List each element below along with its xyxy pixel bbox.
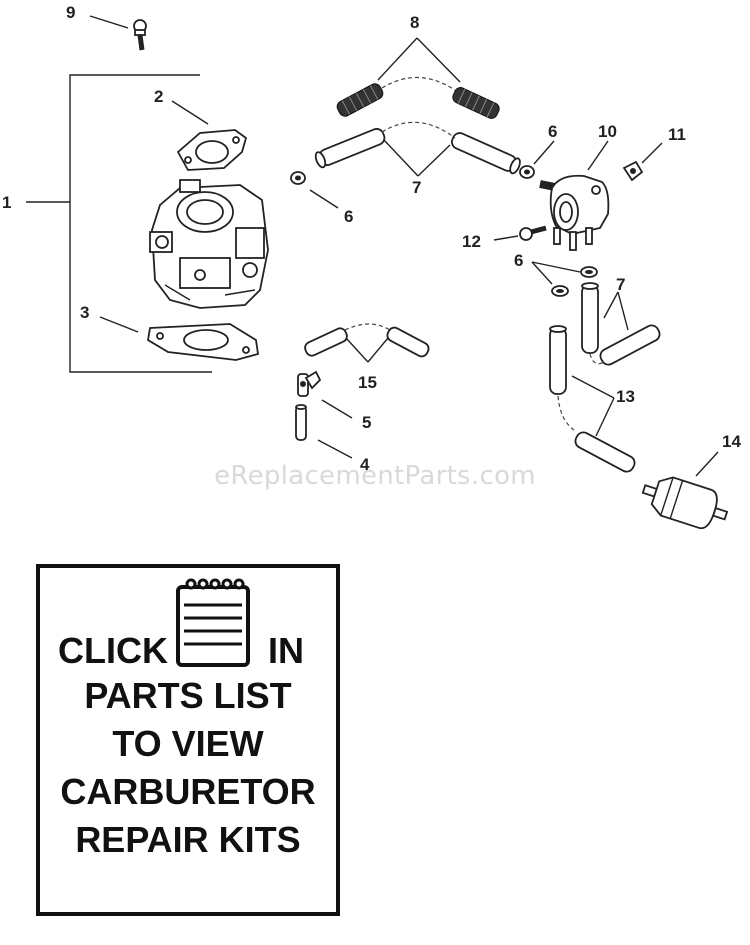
part-7-hose-vertical[interactable] bbox=[581, 282, 599, 354]
part-12-screw[interactable] bbox=[519, 225, 547, 241]
kit-line-2: PARTS LIST bbox=[84, 675, 291, 716]
leader-line-5 bbox=[321, 399, 353, 419]
dashed-connector-8 bbox=[381, 76, 456, 91]
callout-14[interactable]: 14 bbox=[722, 432, 741, 451]
part-15-hose-right[interactable] bbox=[385, 325, 430, 358]
leader-lines-6-lower bbox=[531, 261, 581, 285]
callout-6-left[interactable]: 6 bbox=[344, 207, 353, 226]
part-6-clamp-lower-a[interactable] bbox=[580, 266, 598, 278]
callout-7-upper[interactable]: 7 bbox=[412, 178, 421, 197]
leader-line-6-left bbox=[309, 189, 339, 209]
leader-line-10 bbox=[587, 140, 609, 171]
kit-line-1-right: IN bbox=[268, 630, 304, 671]
callout-6-lower[interactable]: 6 bbox=[514, 251, 523, 270]
part-3-gasket[interactable] bbox=[147, 323, 260, 361]
part-1-carburetor[interactable] bbox=[149, 179, 269, 309]
part-4-fitting[interactable] bbox=[295, 404, 307, 441]
part-14-fuel-filter[interactable] bbox=[638, 470, 732, 535]
leader-line-3 bbox=[99, 316, 139, 333]
callout-12[interactable]: 12 bbox=[462, 232, 481, 251]
leader-line-14 bbox=[695, 451, 719, 477]
part-11-grommet[interactable] bbox=[622, 160, 644, 182]
kit-line-4: CARBURETOR bbox=[60, 771, 315, 812]
leader-lines-7-lower bbox=[603, 291, 629, 331]
dashed-connector-13 bbox=[557, 395, 575, 431]
leader-line-6-upper-right bbox=[533, 140, 555, 165]
part-5-valve[interactable] bbox=[297, 370, 322, 397]
part-8-spring-left[interactable] bbox=[335, 82, 385, 119]
part-2-gasket[interactable] bbox=[176, 129, 248, 171]
dashed-connector-15 bbox=[344, 323, 391, 331]
watermark-text: eReplacementParts.com bbox=[214, 461, 536, 491]
kit-line-1-left: CLICK bbox=[58, 630, 168, 671]
leader-lines-7-upper bbox=[383, 139, 451, 177]
part-13-hose-vertical[interactable] bbox=[549, 325, 567, 395]
part-7-hose-right[interactable] bbox=[450, 131, 522, 175]
leader-lines-15 bbox=[345, 337, 389, 363]
bracket-1 bbox=[26, 74, 212, 373]
leader-line-9 bbox=[89, 15, 129, 29]
dashed-connector-7 bbox=[381, 121, 456, 139]
callout-4[interactable]: 4 bbox=[360, 455, 370, 474]
callout-2[interactable]: 2 bbox=[154, 87, 163, 106]
kit-line-5: REPAIR KITS bbox=[75, 819, 300, 860]
callout-11[interactable]: 11 bbox=[668, 125, 686, 144]
part-7-hose-left[interactable] bbox=[314, 127, 387, 169]
callout-9[interactable]: 9 bbox=[66, 3, 75, 22]
part-6-clamp-lower-b[interactable] bbox=[551, 285, 569, 297]
callout-6-upper-right[interactable]: 6 bbox=[548, 122, 557, 141]
leader-line-12 bbox=[493, 235, 519, 241]
repair-kit-box[interactable]: CLICK IN PARTS LIST TO VIEW CARBURETOR R… bbox=[36, 564, 340, 916]
callout-10[interactable]: 10 bbox=[598, 122, 617, 141]
part-9-screw[interactable] bbox=[133, 19, 147, 51]
callout-8[interactable]: 8 bbox=[410, 13, 419, 32]
leader-lines-13 bbox=[571, 375, 615, 437]
callout-3[interactable]: 3 bbox=[80, 303, 89, 322]
kit-line-3: TO VIEW bbox=[112, 723, 263, 764]
callout-7-lower[interactable]: 7 bbox=[616, 275, 625, 294]
part-8-spring-right[interactable] bbox=[451, 86, 501, 121]
leader-line-11 bbox=[641, 142, 663, 164]
callout-5[interactable]: 5 bbox=[362, 413, 371, 432]
part-13-hose-angled[interactable] bbox=[573, 430, 637, 474]
callout-1[interactable]: 1 bbox=[2, 193, 11, 212]
callout-15[interactable]: 15 bbox=[358, 373, 377, 392]
part-15-hose-left[interactable] bbox=[303, 326, 349, 357]
part-10-fuel-pump[interactable] bbox=[539, 174, 610, 251]
notebook-icon bbox=[176, 578, 250, 667]
leader-line-4 bbox=[317, 439, 353, 459]
part-7-hose-angled[interactable] bbox=[598, 323, 662, 367]
part-6-clamp-upper-right[interactable] bbox=[519, 165, 535, 179]
part-6-clamp-left[interactable] bbox=[290, 171, 306, 185]
leader-line-2 bbox=[171, 100, 209, 125]
leader-lines-8 bbox=[377, 37, 461, 83]
callout-13[interactable]: 13 bbox=[616, 387, 635, 406]
dashed-connector-7-lower bbox=[589, 353, 605, 365]
